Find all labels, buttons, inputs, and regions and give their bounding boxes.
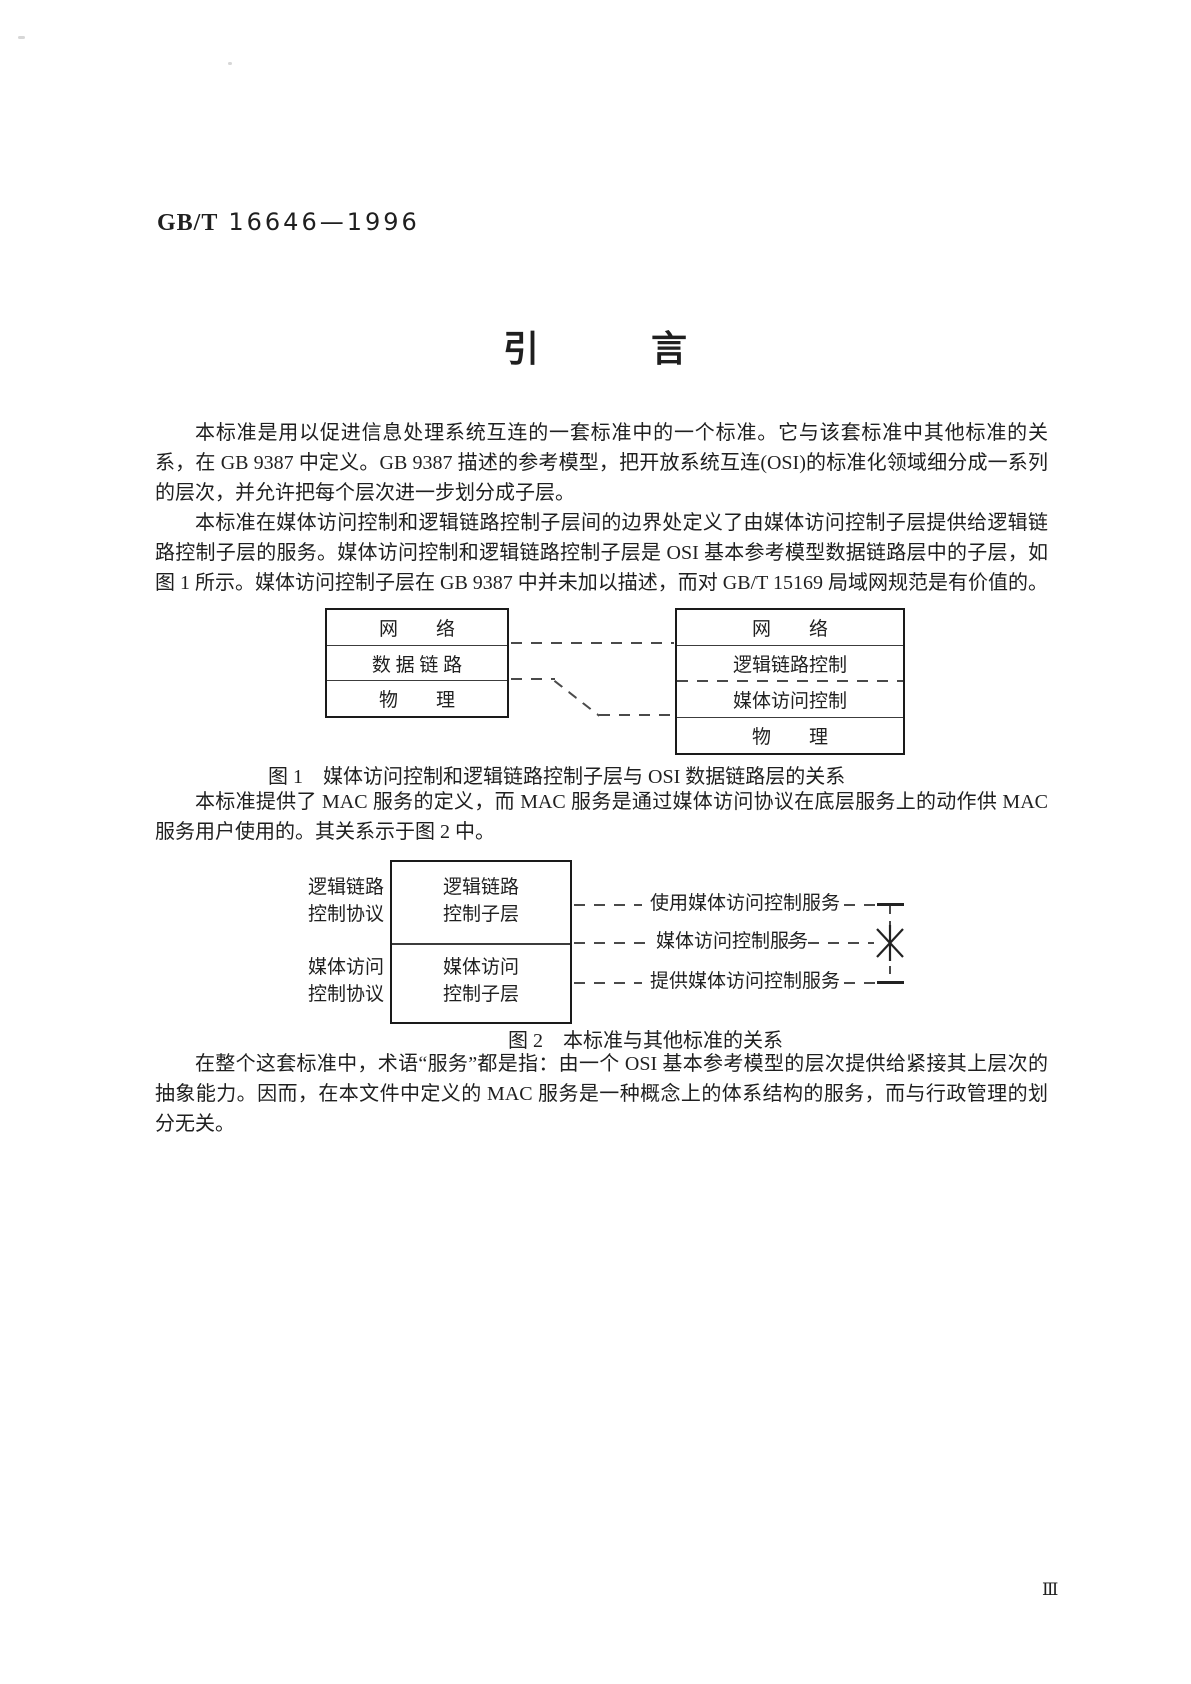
figure1-lan-stack-box: 网 络 逻辑链路控制 媒体访问控制 物 理 <box>675 608 905 755</box>
figure1-connector-upper <box>511 642 674 644</box>
figure1-caption: 图 1 媒体访问控制和逻辑链路控制子层与 OSI 数据链路层的关系 <box>268 766 846 788</box>
figure2-service-label-mac: 媒体访问控制服务 <box>656 931 809 952</box>
figure2-sublayer-box <box>390 860 572 1024</box>
standard-code: 16646—1996 <box>228 208 420 236</box>
figure2-dash-use-right <box>824 904 882 906</box>
figure1-left-row-physical: 物 理 <box>327 680 507 716</box>
figure2-cell-mac-line1: 媒体访问 <box>442 957 519 978</box>
figure1-connector-diagonal <box>553 680 600 717</box>
figure2-label-mac-protocol: 媒体访问 控制协议 <box>302 954 390 1008</box>
figure2-cell-llc-line1: 逻辑链路 <box>442 877 519 898</box>
figure2-dash-use-left <box>574 904 642 906</box>
figure1-left-row-datalink: 数 据 链 路 <box>327 644 507 681</box>
figure2-service-label-provide: 提供媒体访问控制服务 <box>650 971 841 992</box>
figure1-right-row-physical: 物 理 <box>677 716 903 753</box>
standard-number-header: GB/T 16646—1996 <box>157 208 420 237</box>
figure1-connector-lower-right <box>599 714 674 716</box>
page-title: 引 言 <box>502 328 688 369</box>
paragraph-4: 在整个这套标准中，术语“服务”都是指：由一个 OSI 基本参考模型的层次提供给紧… <box>155 1053 1048 1135</box>
asterisk-junction-icon <box>876 925 904 961</box>
figure2-terminal-top-cap <box>877 903 904 906</box>
figure1-osi-stack-box: 网 络 数 据 链 路 物 理 <box>325 608 509 718</box>
figure2-cell-llc-sublayer: 逻辑链路 控制子层 <box>390 874 572 928</box>
figure2-label-llc-protocol: 逻辑链路 控制协议 <box>302 874 390 928</box>
figure2-service-label-use: 使用媒体访问控制服务 <box>650 893 841 914</box>
figure2-dash-service-right <box>788 942 874 944</box>
figure2-dash-provide-right <box>824 982 882 984</box>
figure2-dash-service-left <box>574 942 648 944</box>
figure2-label-mac-line1: 媒体访问 <box>307 957 384 978</box>
figure1-right-row-mac: 媒体访问控制 <box>677 679 903 717</box>
figure2-label-llc-line1: 逻辑链路 <box>307 877 384 898</box>
figure2-cell-mac-line2: 控制子层 <box>442 984 519 1005</box>
scan-speck <box>228 62 232 65</box>
standard-prefix: GB/T <box>157 210 219 236</box>
figure2-dash-provide-left <box>574 982 642 984</box>
paragraph-1: 本标准是用以促进信息处理系统互连的一套标准中的一个标准。它与该套标准中其他标准的… <box>155 422 1048 504</box>
figure2-cell-mac-sublayer: 媒体访问 控制子层 <box>390 954 572 1008</box>
figure2-cell-llc-line2: 控制子层 <box>442 904 519 925</box>
figure2-caption: 图 2 本标准与其他标准的关系 <box>508 1030 783 1052</box>
figure2-terminal-bottom-cap <box>877 981 904 984</box>
figure2-label-llc-line2: 控制协议 <box>307 904 384 925</box>
figure1-right-row-network: 网 络 <box>751 619 828 641</box>
figure1-left-row-network: 网 络 <box>378 618 455 640</box>
page-number: Ⅲ <box>1042 1580 1059 1599</box>
figure1-connector-lower-left <box>511 678 555 680</box>
scan-speck <box>18 36 25 39</box>
figure2-box-divider <box>392 943 570 945</box>
paragraph-3: 本标准提供了 MAC 服务的定义，而 MAC 服务是通过媒体访问协议在底层服务上… <box>155 791 1048 843</box>
paragraph-2: 本标准在媒体访问控制和逻辑链路控制子层间的边界处定义了由媒体访问控制子层提供给逻… <box>155 512 1048 594</box>
figure2-label-mac-line2: 控制协议 <box>307 984 384 1005</box>
figure1-right-row-llc: 逻辑链路控制 <box>677 645 903 681</box>
